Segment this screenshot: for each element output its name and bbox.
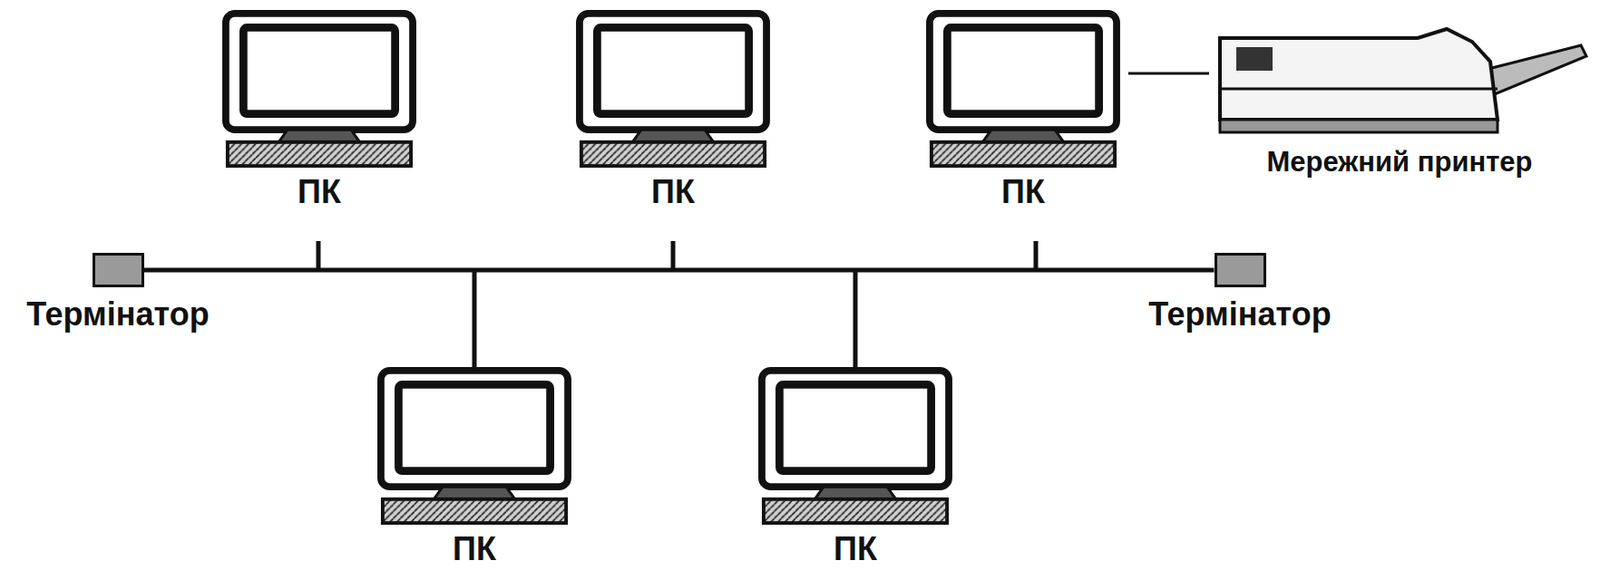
monitor-screen (243, 27, 395, 114)
control-panel (1236, 47, 1273, 71)
computer-label: ПК (452, 533, 497, 566)
monitor-stand (278, 129, 360, 143)
keyboard (581, 142, 765, 166)
computer-node: ПК (567, 9, 779, 209)
monitor-screen (596, 27, 749, 114)
terminator-label: Термінатор (26, 298, 209, 332)
drop-line (671, 241, 676, 271)
computer-icon (369, 367, 580, 527)
drop-line (1034, 241, 1039, 271)
terminator-node: Термінатор (1131, 253, 1349, 332)
monitor-screen (398, 384, 550, 471)
monitor-case (929, 13, 1117, 130)
monitor-screen (779, 384, 931, 471)
keyboard (931, 142, 1115, 166)
monitor-screen (946, 27, 1099, 114)
printer-body (1219, 29, 1498, 120)
computer-label: ПК (651, 175, 695, 209)
computer-node: ПК (917, 9, 1129, 209)
computer-icon (917, 9, 1129, 169)
computer-node: ПК (369, 367, 580, 566)
keyboard (382, 499, 566, 524)
keyboard (763, 499, 947, 524)
printer-node: Мережний принтер (1209, 25, 1591, 176)
computer-label: ПК (297, 175, 342, 209)
drop-line (472, 270, 478, 372)
monitor-case (225, 13, 413, 130)
drop-line (853, 270, 859, 372)
monitor-stand (982, 129, 1064, 143)
terminator-square (1214, 253, 1267, 288)
monitor-case (761, 370, 949, 488)
monitor-stand (814, 487, 896, 500)
terminator-label: Термінатор (1148, 298, 1331, 332)
printer-icon (1209, 25, 1591, 139)
computer-label: ПК (1001, 175, 1045, 209)
monitor-stand (632, 129, 713, 143)
printer-cable (1128, 72, 1210, 76)
keyboard (227, 142, 411, 166)
monitor-stand (433, 487, 515, 500)
computer-icon (750, 367, 961, 527)
monitor-case (380, 370, 568, 488)
monitor-case (579, 13, 767, 130)
terminator-square (92, 253, 145, 288)
computer-icon (567, 9, 779, 169)
terminator-node: Термінатор (9, 253, 227, 332)
bus-cable (144, 268, 1215, 274)
computer-icon (214, 9, 425, 169)
computer-node: ПК (214, 9, 425, 209)
drop-line (316, 241, 322, 271)
computer-node: ПК (750, 367, 961, 566)
computer-label: ПК (833, 533, 878, 566)
printer-base (1219, 119, 1498, 133)
printer-label: Мережний принтер (1266, 147, 1532, 176)
